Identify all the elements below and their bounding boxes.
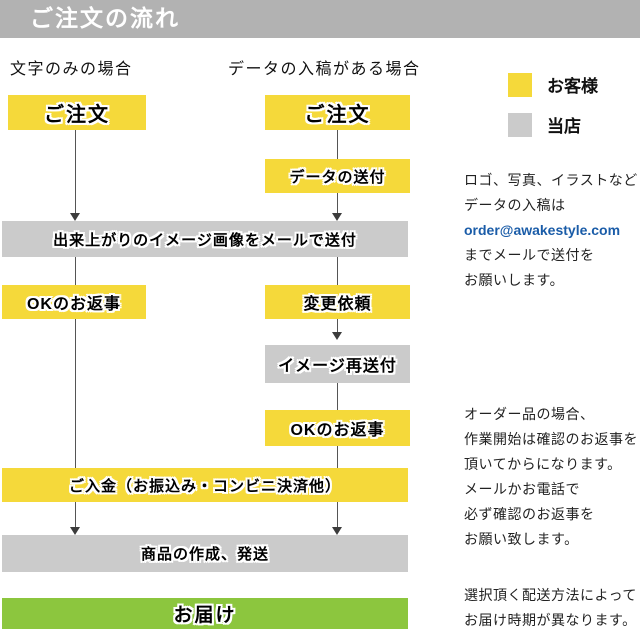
flow-box-data-send: データの送付 (265, 159, 410, 193)
order-confirmation-note: オーダー品の場合、 作業開始は確認のお返事を 頂いてからになります。 メールかお… (464, 402, 638, 552)
flow-box-image-resend: イメージ再送付 (265, 345, 410, 383)
flow-box-image-send: 出来上がりのイメージ画像をメールで送付 (2, 221, 408, 257)
connector-line (337, 319, 338, 332)
note-line: 選択頂く配送方法によって (464, 587, 637, 603)
note-line: お届け時期が異なります。 (464, 612, 637, 628)
connector-line (337, 383, 338, 410)
connector-line (337, 446, 338, 468)
connector-line (337, 257, 338, 285)
legend-shop-label: 当店 (547, 117, 581, 136)
arrow-down-icon (332, 213, 342, 221)
note-line: 作業開始は確認のお返事を (464, 431, 638, 447)
note-line: メールかお電話で (464, 481, 580, 497)
arrow-down-icon (332, 332, 342, 340)
arrow-down-icon (70, 527, 80, 535)
legend-shop: 当店 (508, 112, 581, 137)
legend-customer-label: お客様 (547, 77, 598, 96)
note-line: データの入稿は (464, 197, 566, 213)
connector-line (337, 130, 338, 159)
note-line: 頂いてからになります。 (464, 456, 622, 472)
arrow-down-icon (70, 213, 80, 221)
column-label-text-only: 文字のみの場合 (10, 61, 133, 78)
shop-swatch-icon (508, 112, 532, 137)
note-line: までメールで送付を (464, 247, 595, 263)
connector-line (337, 193, 338, 213)
connector-line (75, 130, 76, 213)
flow-box-ok-reply-right: OKのお返事 (265, 410, 410, 446)
delivery-timing-note: 選択頂く配送方法によって お届け時期が異なります。 (464, 583, 637, 633)
note-line: お願い致します。 (464, 531, 579, 547)
column-label-data-submission: データの入稿がある場合 (228, 61, 421, 78)
data-submission-note: ロゴ、写真、イラストなど データの入稿は order@awakestyle.co… (464, 168, 638, 293)
flow-box-order-right: ご注文 (265, 95, 410, 130)
flow-box-ok-reply-left: OKのお返事 (2, 285, 146, 319)
flow-box-delivery: お届け (2, 598, 408, 629)
connector-line (75, 257, 76, 285)
note-line: オーダー品の場合、 (464, 406, 595, 422)
customer-swatch-icon (508, 72, 532, 97)
flow-box-production: 商品の作成、発送 (2, 535, 408, 572)
connector-line (337, 502, 338, 527)
email-link[interactable]: order@awakestyle.com (464, 222, 621, 238)
flow-box-change-request: 変更依頼 (265, 285, 410, 319)
connector-line (75, 319, 76, 468)
page-header: ご注文の流れ (0, 0, 640, 38)
note-line: 必ず確認のお返事を (464, 506, 595, 522)
flow-box-payment: ご入金（お振込み・コンビニ決済他） (2, 468, 408, 502)
note-line: ロゴ、写真、イラストなど (464, 172, 638, 188)
page-title: ご注文の流れ (30, 5, 180, 31)
note-line: お願いします。 (464, 272, 565, 288)
flow-box-order-left: ご注文 (8, 95, 146, 130)
connector-line (75, 502, 76, 527)
arrow-down-icon (332, 527, 342, 535)
legend-customer: お客様 (508, 72, 598, 97)
